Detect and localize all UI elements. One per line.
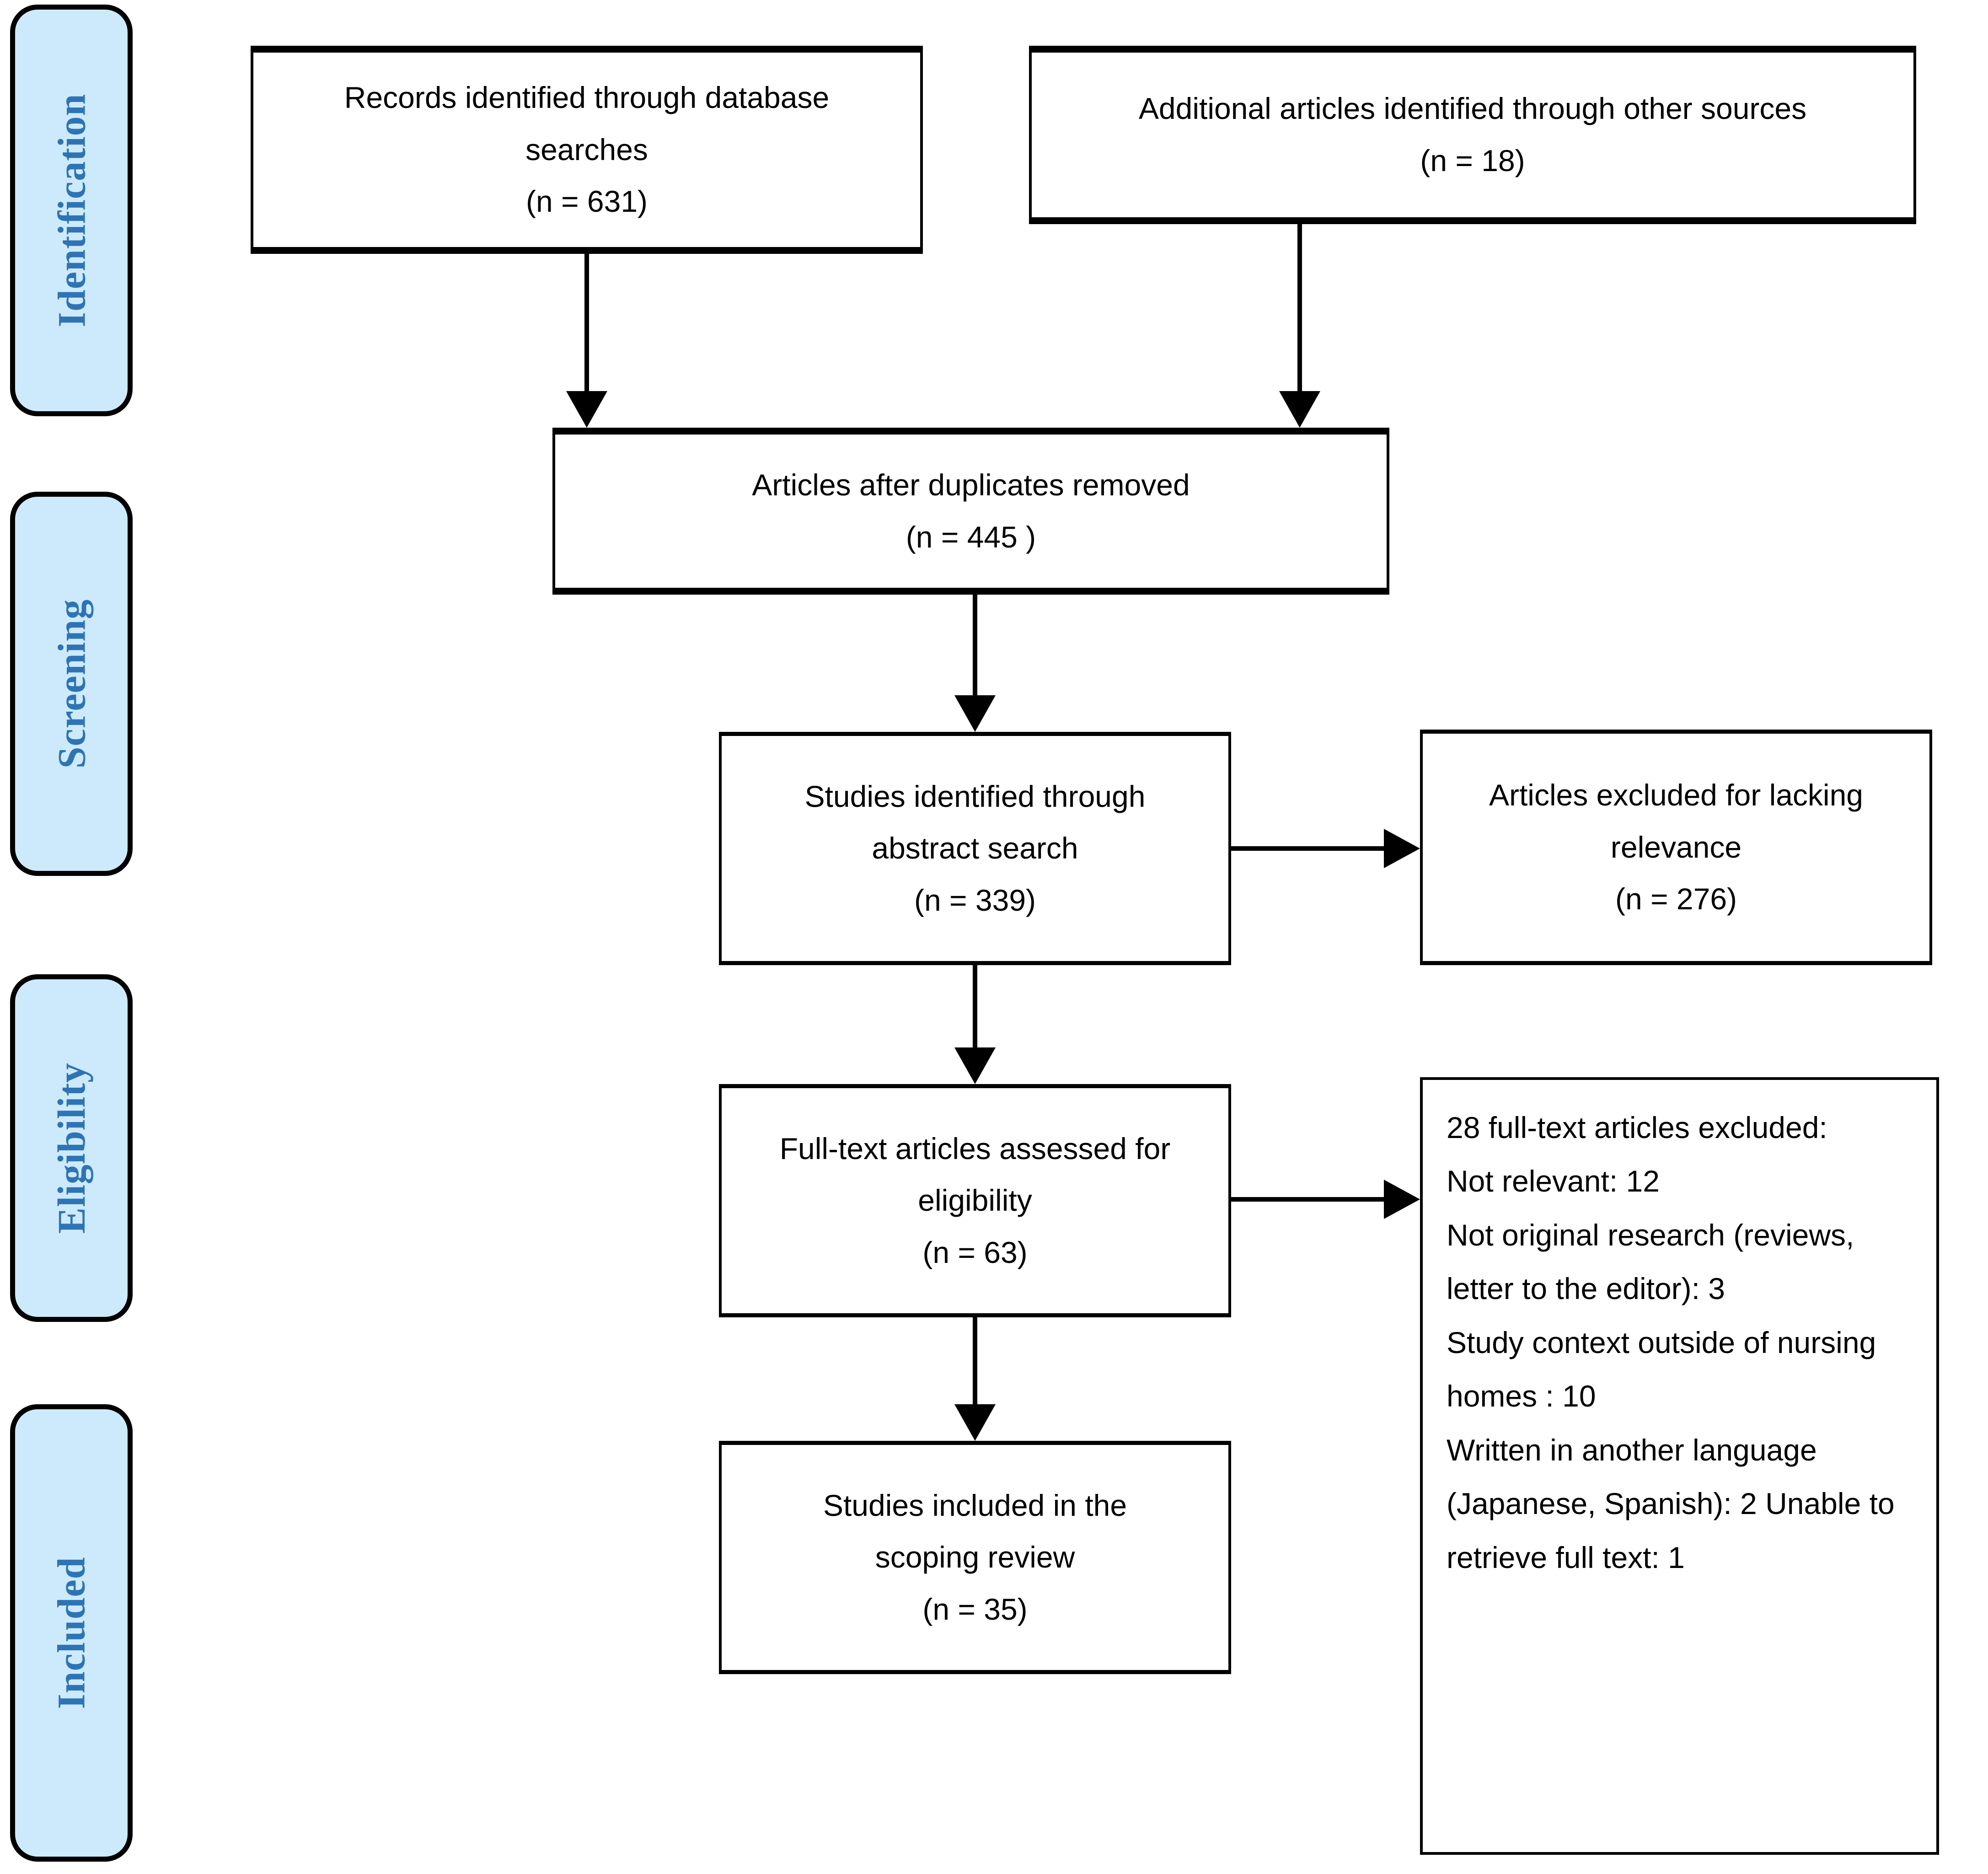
connector-dedup-to-abstract <box>954 595 996 732</box>
box-studies-included-scoping-review-line1: Studies included in the <box>823 1488 1127 1522</box>
stage-label-screening-text: Screening <box>49 599 94 769</box>
box-additional-articles-other-sources-line1: Additional articles identified through o… <box>1138 91 1807 126</box>
box-fulltext-articles-excluded-reasons: 28 full-text articles excluded: Not rele… <box>1420 1077 1939 1855</box>
exclusion-reason-not-original-research-part2: letter to the editor): 3 <box>1447 1272 1725 1306</box>
box-articles-after-duplicates-removed: Articles after duplicates removed (n = 4… <box>552 428 1389 595</box>
exclusion-reason-outside-nursing-homes-part2: homes : 10 <box>1447 1379 1596 1413</box>
exclusion-reason-unable-to-retrieve: retrieve full text: 1 <box>1447 1540 1685 1574</box>
box-articles-excluded-lacking-relevance: Articles excluded for lacking relevance … <box>1420 730 1932 965</box>
box-additional-articles-other-sources: Additional articles identified through o… <box>1029 46 1916 224</box>
exclusion-reason-another-language-part1: Written in another language <box>1447 1433 1817 1467</box>
stage-label-eligibility-text: Eligibility <box>49 1062 94 1234</box>
box-studies-included-scoping-review: Studies included in the scoping review (… <box>719 1441 1231 1674</box>
box-articles-excluded-lacking-relevance-line1: Articles excluded for lacking <box>1489 778 1864 812</box>
box-records-identified-database-line2: searches <box>525 132 648 166</box>
connector-fulltext-to-included <box>954 1317 996 1441</box>
exclusion-reason-not-original-research-part1: Not original research (reviews, <box>1447 1218 1854 1252</box>
stage-label-included-text: Included <box>49 1557 93 1709</box>
connector-abstract-to-fulltext <box>954 965 996 1084</box>
stage-label-identification: Identification <box>10 5 133 416</box>
box-fulltext-articles-assessed-eligibility-line2: eligibility <box>918 1183 1032 1218</box>
exclusion-reason-another-language-part2: (Japanese, Spanish): 2 Unable to <box>1447 1487 1895 1521</box>
connector-abstract-to-excluded <box>1231 829 1420 868</box>
stage-label-eligibility: Eligibility <box>10 974 133 1322</box>
box-fulltext-articles-assessed-eligibility: Full-text articles assessed for eligibil… <box>719 1084 1231 1317</box>
box-articles-excluded-lacking-relevance-count: (n = 276) <box>1615 882 1737 916</box>
box-studies-identified-abstract-search-line1: Studies identified through <box>804 779 1146 813</box>
exclusion-reason-outside-nursing-homes-part1: Study context outside of nursing <box>1447 1325 1876 1359</box>
box-studies-identified-abstract-search-line2: abstract search <box>872 831 1078 865</box>
box-records-identified-database-count: (n = 631) <box>526 184 648 219</box>
exclusion-reason-header: 28 full-text articles excluded: <box>1447 1111 1827 1144</box>
stage-label-included: Included <box>10 1404 133 1862</box>
connector-fulltext-to-reasons <box>1231 1180 1420 1219</box>
box-additional-articles-other-sources-count: (n = 18) <box>1420 144 1525 177</box>
connector-db-to-dedup <box>566 254 607 428</box>
box-studies-included-scoping-review-line2: scoping review <box>875 1540 1075 1574</box>
box-records-identified-database-line1: Records identified through database <box>344 81 830 115</box>
stage-label-screening: Screening <box>10 492 133 876</box>
connector-other-to-dedup <box>1279 224 1320 428</box>
box-studies-identified-abstract-search-count: (n = 339) <box>914 883 1036 917</box>
box-articles-after-duplicates-removed-line1: Articles after duplicates removed <box>752 467 1190 502</box>
box-records-identified-database: Records identified through database sear… <box>251 46 923 254</box>
box-articles-after-duplicates-removed-count: (n = 445 ) <box>906 520 1036 554</box>
exclusion-reason-not-relevant: Not relevant: 12 <box>1447 1164 1660 1198</box>
box-studies-identified-abstract-search: Studies identified through abstract sear… <box>719 732 1231 965</box>
box-fulltext-articles-assessed-eligibility-count: (n = 63) <box>922 1235 1028 1269</box>
box-articles-excluded-lacking-relevance-line2: relevance <box>1610 830 1742 864</box>
box-fulltext-articles-assessed-eligibility-line1: Full-text articles assessed for <box>779 1131 1171 1165</box>
stage-label-identification-text: Identification <box>49 93 93 328</box>
box-studies-included-scoping-review-count: (n = 35) <box>922 1592 1028 1626</box>
